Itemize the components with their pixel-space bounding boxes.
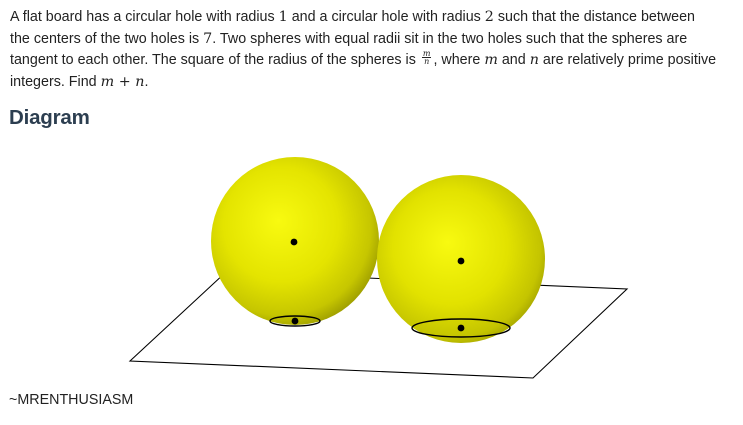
math-radius-2: 2	[484, 9, 494, 25]
fraction-denominator: n	[424, 56, 430, 66]
problem-text: tangent to each other. The square of the…	[10, 52, 420, 68]
fraction-numerator: m	[421, 48, 432, 58]
section-heading: Diagram	[9, 106, 90, 129]
problem-text: and	[497, 52, 530, 68]
problem-line-2: the centers of the two holes is 7. Two s…	[10, 29, 743, 51]
problem-text: are relatively prime positive	[538, 52, 717, 68]
hole-1-center-dot	[291, 317, 299, 325]
problem-text: .	[144, 73, 149, 90]
problem-statement: A flat board has a circular hole with ra…	[10, 7, 743, 93]
flat-board	[128, 271, 629, 379]
math-var-m: m	[100, 73, 115, 90]
left-sphere-center-dot	[290, 238, 298, 246]
problem-line-1: A flat board has a circular hole with ra…	[10, 7, 743, 29]
math-var-n: n	[529, 52, 539, 68]
problem-text: such that the distance between	[493, 9, 695, 25]
right-sphere-center-dot	[457, 257, 465, 265]
spheres-diagram	[128, 157, 629, 379]
hole-2-center-dot	[457, 324, 465, 332]
math-distance: 7	[203, 30, 213, 47]
problem-line-4: integers. Find m + n.	[10, 72, 743, 94]
math-var-n: n	[135, 73, 145, 90]
author-signature: ~MRENTHUSIASM	[9, 392, 134, 408]
problem-line-3: tangent to each other. The square of the…	[10, 48, 743, 72]
problem-text: integers. Find	[10, 73, 101, 90]
problem-text: and a circular hole with radius	[287, 9, 485, 25]
problem-text: , where	[433, 52, 485, 68]
problem-text: . Two spheres with equal radii sit in th…	[212, 30, 688, 47]
problem-text: A flat board has a circular hole with ra…	[10, 9, 279, 25]
problem-text: the centers of the two holes is	[10, 30, 204, 47]
math-var-m: m	[484, 52, 498, 68]
hole-radius-1	[269, 315, 321, 327]
hole-radius-2	[411, 318, 511, 338]
math-plus: +	[114, 73, 136, 90]
math-radius-1: 1	[278, 9, 288, 25]
